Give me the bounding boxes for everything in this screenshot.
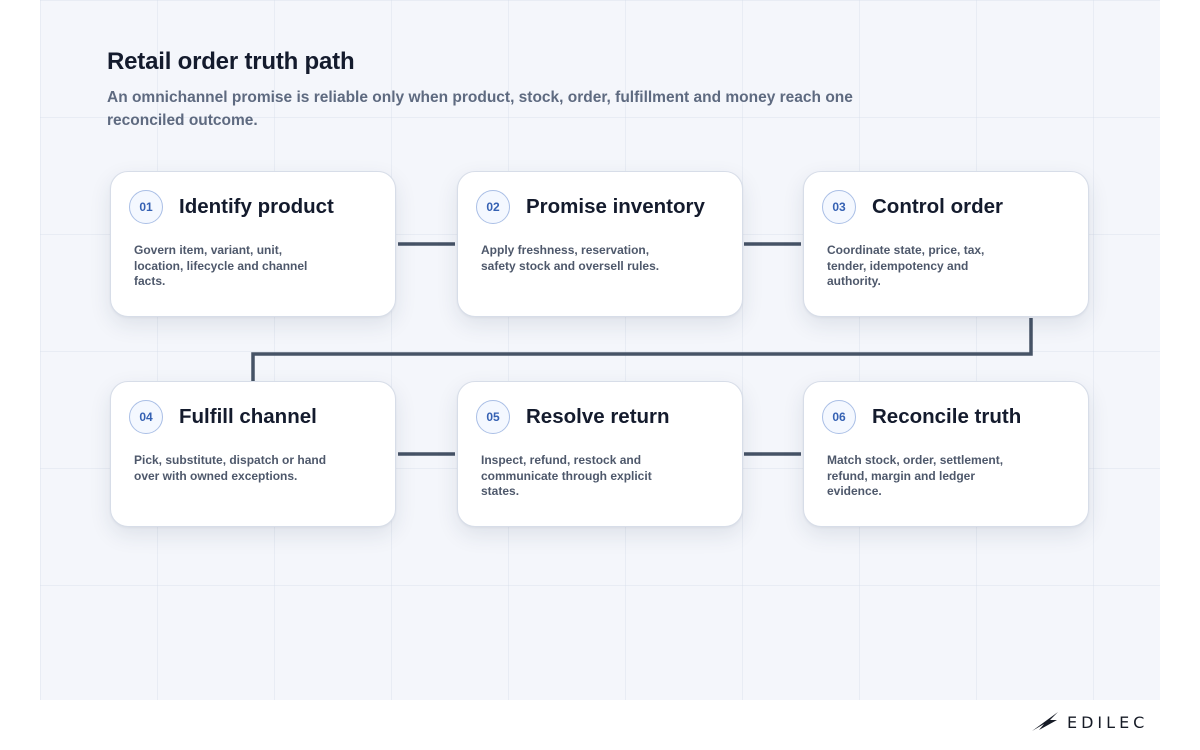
step-number-badge: 02 — [476, 190, 510, 224]
step-number-badge: 03 — [822, 190, 856, 224]
step-description: Pick, substitute, dispatch or hand over … — [134, 453, 327, 483]
step-number-badge: 04 — [129, 400, 163, 434]
step-card-reconcile-truth: 06 Reconcile truth Match stock, order, s… — [803, 381, 1089, 527]
step-number-badge: 01 — [129, 190, 163, 224]
page-title: Retail order truth path — [107, 48, 355, 75]
brand-logo: EDILEC — [1031, 711, 1148, 733]
step-title: Reconcile truth — [872, 405, 1022, 428]
step-card-identify-product: 01 Identify product Govern item, variant… — [110, 171, 396, 317]
step-description: Govern item, variant, unit, location, li… — [134, 243, 308, 288]
edilec-logo-icon — [1032, 712, 1058, 731]
step-card-fulfill-channel: 04 Fulfill channel Pick, substitute, dis… — [110, 381, 396, 527]
step-description: Match stock, order, settlement, refund, … — [827, 453, 1004, 498]
step-title: Promise inventory — [526, 195, 705, 218]
step-title: Identify product — [179, 195, 334, 218]
step-title: Control order — [872, 195, 1003, 218]
step-card-promise-inventory: 02 Promise inventory Apply freshness, re… — [457, 171, 743, 317]
step-description: Apply freshness, reservation, safety sto… — [481, 243, 660, 273]
brand-name: EDILEC — [1067, 712, 1149, 732]
step-number-badge: 05 — [476, 400, 510, 434]
step-title: Fulfill channel — [179, 405, 317, 428]
step-card-resolve-return: 05 Resolve return Inspect, refund, resto… — [457, 381, 743, 527]
step-card-control-order: 03 Control order Coordinate state, price… — [803, 171, 1089, 317]
step-number-badge: 06 — [822, 400, 856, 434]
step-description: Inspect, refund, restock and communicate… — [481, 453, 652, 498]
step-title: Resolve return — [526, 405, 670, 428]
page-subtitle: An omnichannel promise is reliable only … — [107, 89, 853, 129]
step-description: Coordinate state, price, tax, tender, id… — [827, 243, 985, 288]
